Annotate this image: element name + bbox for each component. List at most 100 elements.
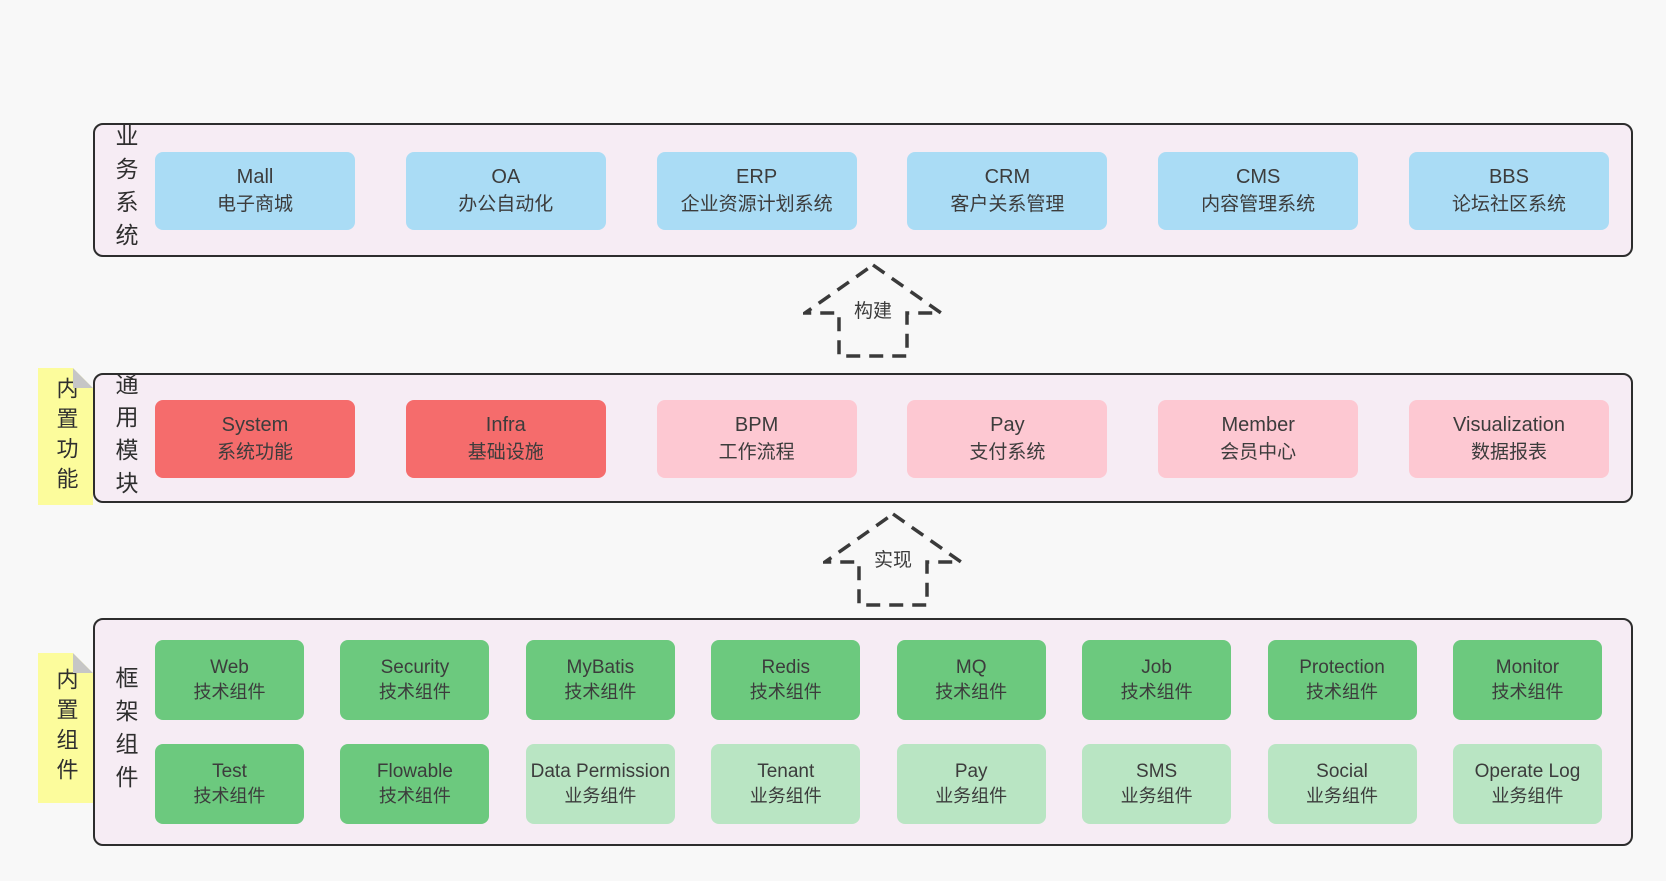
box-title: Visualization (1453, 414, 1565, 436)
box-crm: CRM 客户关系管理 (907, 152, 1108, 230)
section-label-business-systems: 业务系统 (112, 124, 138, 256)
box-title: Operate Log (1474, 761, 1581, 782)
box-title: Security (380, 657, 450, 678)
box-subtitle: 技术组件 (193, 786, 266, 806)
modules-box-row: System 系统功能 Infra 基础设施 BPM 工作流程 Pay 支付系统 Member 会… (155, 400, 1609, 478)
box-title: Mall (236, 166, 274, 188)
box-title: Pay (990, 414, 1025, 436)
section-business-systems: 业务系统 Mall 电子商城 OA 办公自动化 ERP 企业资源计划系统 CRM 客户关系管理… (93, 123, 1633, 257)
box-subtitle: 业务组件 (1306, 786, 1379, 806)
box-subtitle: 基础设施 (467, 442, 544, 463)
box-social: Social 业务组件 (1267, 744, 1417, 824)
box-protection: Protection 技术组件 (1267, 640, 1417, 720)
box-subtitle: 企业资源计划系统 (680, 194, 833, 215)
section-label-framework-components: 框架组件 (112, 666, 138, 798)
tab-built-in-features-label: 内置功能 (53, 376, 79, 497)
box-subtitle: 业务组件 (564, 786, 637, 806)
box-operate-log: Operate Log 业务组件 (1452, 744, 1602, 824)
box-visualization: Visualization 数据报表 (1408, 400, 1609, 478)
tab-built-in-components-label: 内置组件 (53, 668, 79, 788)
folded-corner-icon (73, 653, 93, 673)
box-pay: Pay 支付系统 (907, 400, 1108, 478)
box-title: Protection (1299, 657, 1385, 678)
box-job: Job 技术组件 (1082, 640, 1232, 720)
box-title: Tenant (757, 761, 815, 782)
box-title: Monitor (1495, 657, 1560, 678)
box-subtitle: 客户关系管理 (950, 194, 1065, 215)
box-title: Job (1141, 657, 1172, 678)
box-subtitle: 业务组件 (1120, 786, 1193, 806)
box-erp: ERP 企业资源计划系统 (656, 152, 857, 230)
box-title: Social (1316, 761, 1368, 782)
box-title: Member (1221, 414, 1295, 436)
box-subtitle: 技术组件 (935, 682, 1008, 702)
box-subtitle: 技术组件 (378, 682, 451, 702)
box-title: ERP (736, 166, 778, 188)
implement-arrow-label: 实现 (869, 549, 917, 573)
box-subtitle: 技术组件 (193, 682, 266, 702)
build-arrow: 构建 (803, 263, 943, 358)
box-subtitle: 业务组件 (935, 786, 1008, 806)
box-subtitle: 会员中心 (1220, 442, 1297, 463)
box-tenant: Tenant 业务组件 (711, 744, 861, 824)
box-subtitle: 工作流程 (718, 442, 795, 463)
box-subtitle: 技术组件 (1120, 682, 1193, 702)
business-box-row: Mall 电子商城 OA 办公自动化 ERP 企业资源计划系统 CRM 客户关系管理 CMS 内容… (155, 152, 1609, 230)
box-subtitle: 数据报表 (1470, 442, 1547, 463)
box-cms: CMS 内容管理系统 (1158, 152, 1359, 230)
section-label-common-modules: 通用模块 (112, 372, 138, 504)
box-subtitle: 论坛社区系统 (1451, 194, 1566, 215)
box-title: Redis (761, 657, 811, 678)
box-title: MQ (955, 657, 987, 678)
box-subtitle: 系统功能 (216, 442, 293, 463)
box-bpm: BPM 工作流程 (656, 400, 857, 478)
box-title: MyBatis (566, 657, 635, 678)
box-title: BPM (734, 414, 779, 436)
box-subtitle: 技术组件 (378, 786, 451, 806)
box-monitor: Monitor 技术组件 (1452, 640, 1602, 720)
box-title: Infra (485, 414, 526, 436)
box-subtitle: 支付系统 (969, 442, 1046, 463)
box-mq: MQ 技术组件 (896, 640, 1046, 720)
tab-built-in-features: 内置功能 (38, 368, 93, 505)
box-title: Data Permission (530, 761, 671, 782)
implement-arrow: 实现 (823, 512, 963, 607)
box-data-permission: Data Permission 业务组件 (525, 744, 675, 824)
box-mybatis: MyBatis 技术组件 (525, 640, 675, 720)
box-subtitle: 技术组件 (1306, 682, 1379, 702)
box-subtitle: 内容管理系统 (1201, 194, 1316, 215)
box-subtitle: 技术组件 (564, 682, 637, 702)
box-title: Web (210, 657, 249, 678)
box-subtitle: 业务组件 (1491, 786, 1564, 806)
box-subtitle: 办公自动化 (458, 194, 554, 215)
section-common-modules: 通用模块 System 系统功能 Infra 基础设施 BPM 工作流程 Pay 支付系统 Me… (93, 372, 1633, 504)
box-security: Security 技术组件 (340, 640, 490, 720)
box-bbs: BBS 论坛社区系统 (1408, 152, 1609, 230)
dashed-up-arrow-icon (803, 263, 943, 358)
box-title: CMS (1235, 166, 1281, 188)
box-subtitle: 技术组件 (749, 682, 822, 702)
box-title: Pay (954, 761, 988, 782)
box-title: BBS (1488, 166, 1529, 188)
box-title: OA (491, 166, 521, 188)
box-mall: Mall 电子商城 (155, 152, 355, 230)
box-member: Member 会员中心 (1158, 400, 1359, 478)
box-redis: Redis 技术组件 (711, 640, 861, 720)
box-title: System (221, 414, 289, 436)
box-subtitle: 电子商城 (216, 194, 293, 215)
box-subtitle: 业务组件 (749, 786, 822, 806)
box-title: SMS (1136, 761, 1178, 782)
box-pay: Pay 业务组件 (896, 744, 1046, 824)
box-subtitle: 技术组件 (1491, 682, 1564, 702)
box-oa: OA 办公自动化 (405, 152, 606, 230)
tab-built-in-components: 内置组件 (38, 653, 93, 803)
box-system: System 系统功能 (155, 400, 355, 478)
box-title: CRM (984, 166, 1031, 188)
box-infra: Infra 基础设施 (405, 400, 606, 478)
